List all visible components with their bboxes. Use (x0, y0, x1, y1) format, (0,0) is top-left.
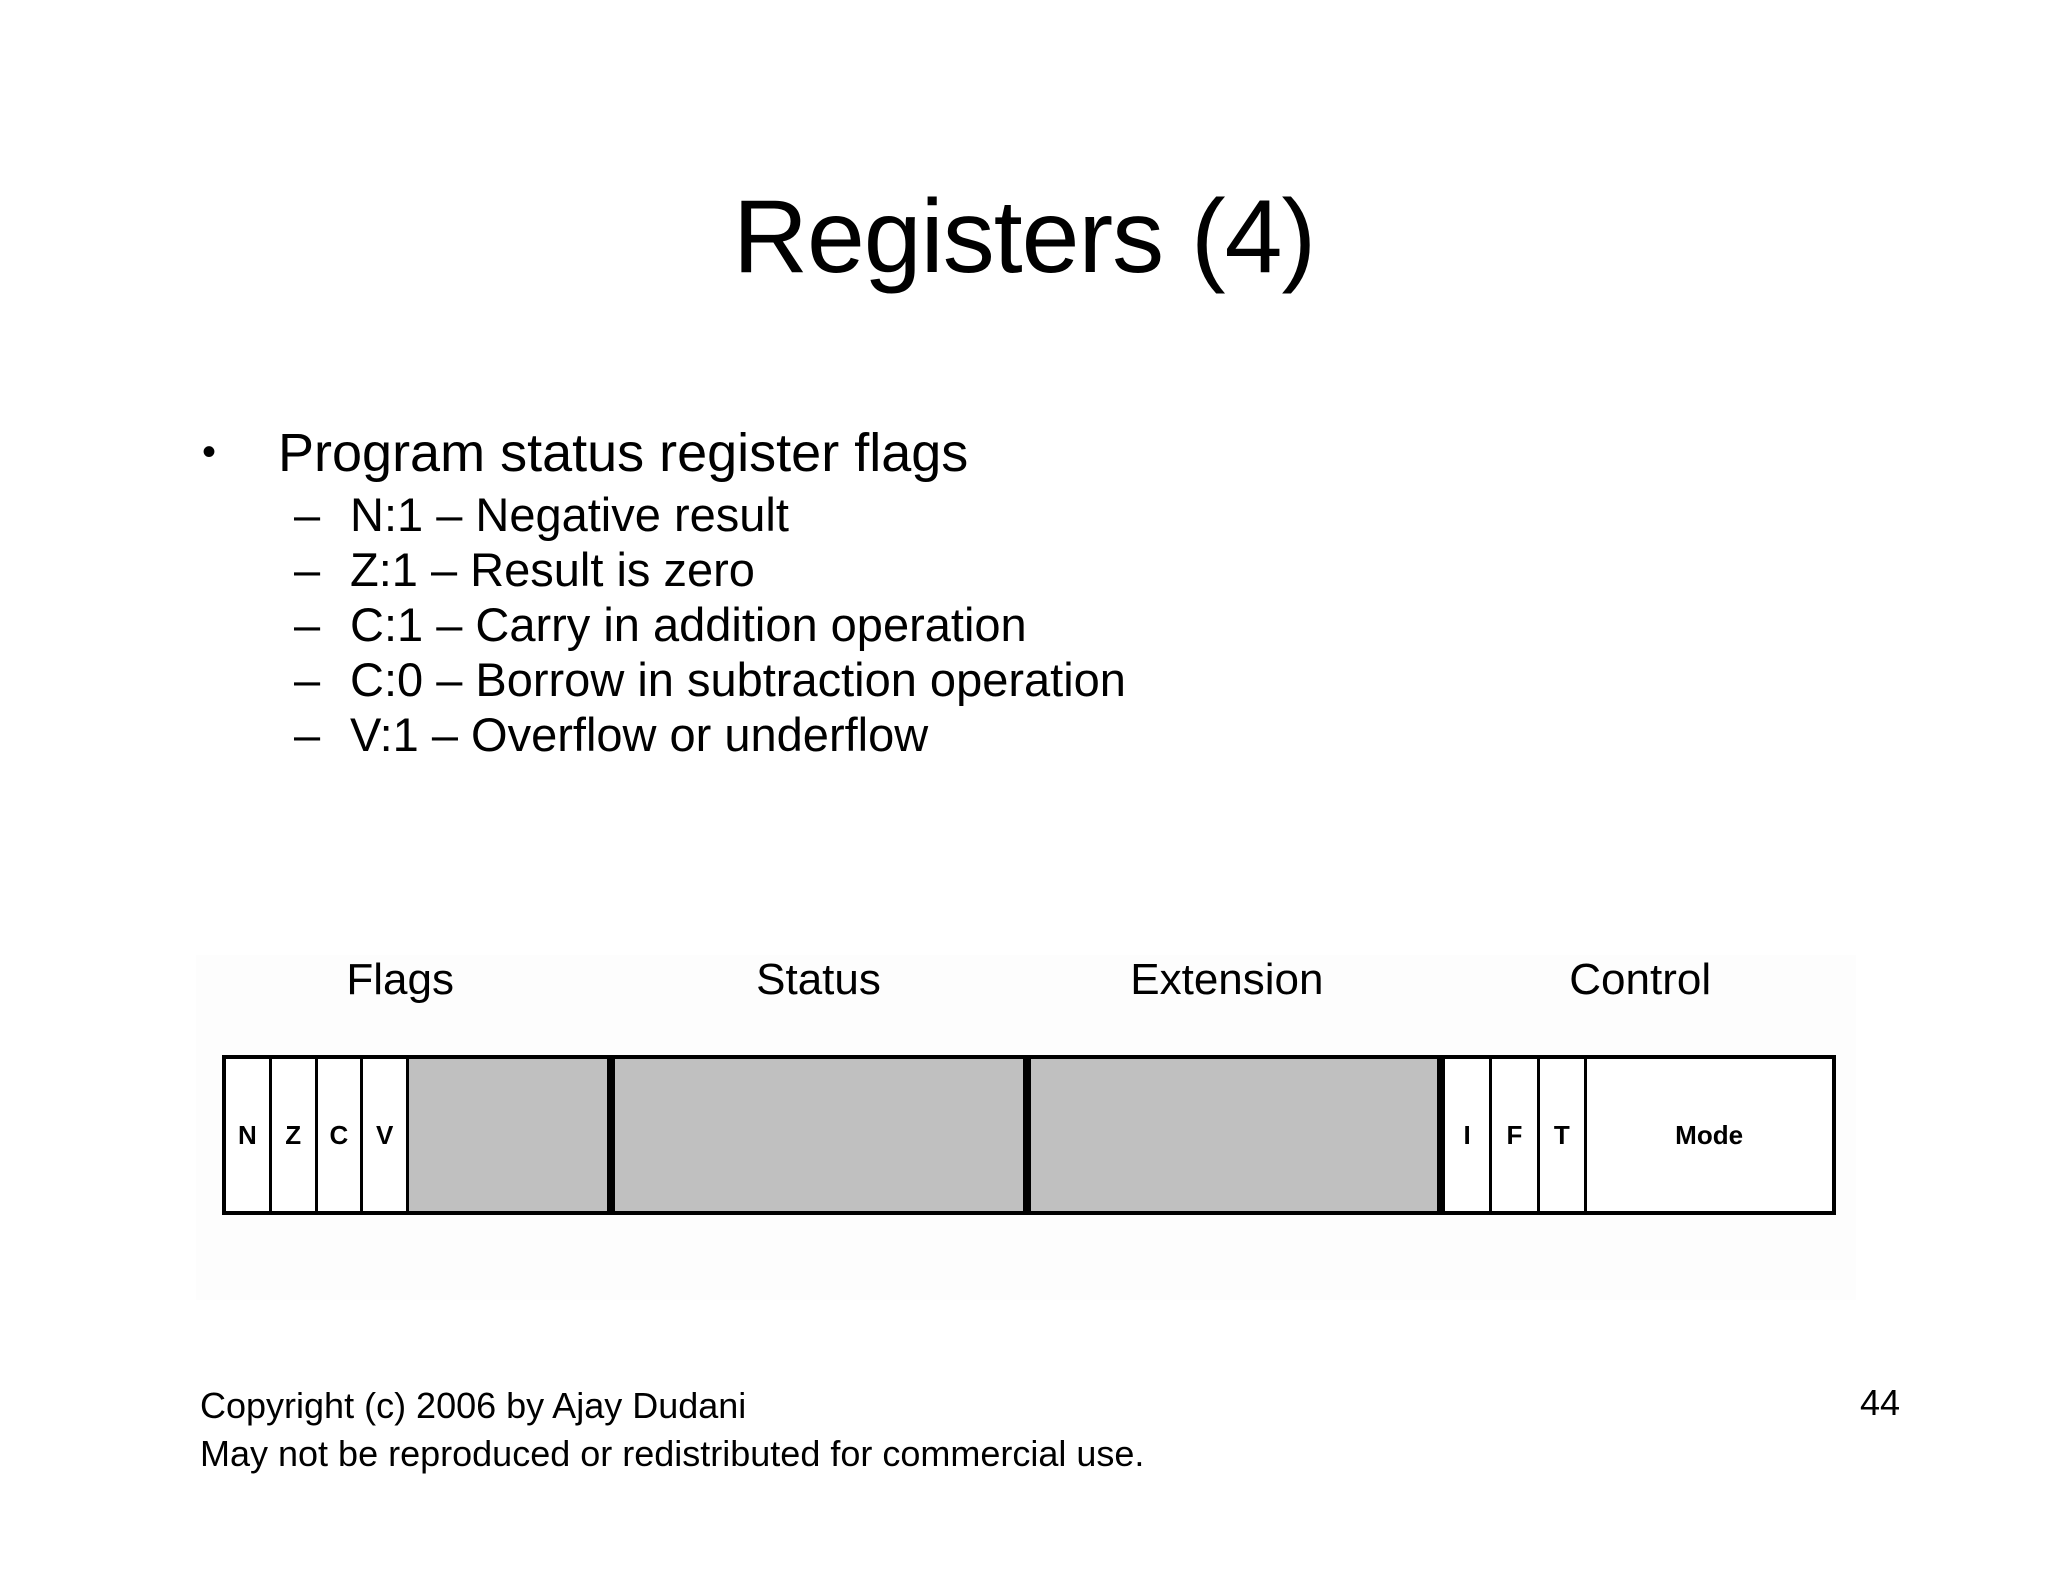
psr-cell-i: I (1444, 1059, 1493, 1211)
psr-cell-v: V (363, 1059, 410, 1211)
sub-bullet-item: –Z:1 – Result is zero (196, 543, 1896, 598)
sub-bullet-text: Z:1 – Result is zero (350, 543, 755, 597)
sub-bullet-item: –C:1 – Carry in addition operation (196, 598, 1896, 653)
sub-bullet-text: V:1 – Overflow or underflow (350, 708, 929, 762)
sub-bullet-text: C:0 – Borrow in subtraction operation (350, 653, 1126, 707)
bullet-marker-icon: • (202, 430, 217, 474)
psr-group-label: Status (756, 955, 881, 1004)
sub-bullet-item: –C:0 – Borrow in subtraction operation (196, 653, 1896, 708)
psr-cell-label: I (1463, 1119, 1471, 1150)
psr-cell-reserved (614, 1059, 1031, 1211)
sub-bullet-list: –N:1 – Negative result–Z:1 – Result is z… (196, 488, 1896, 763)
sub-bullet-dash-icon: – (294, 543, 321, 597)
sub-bullet-dash-icon: – (294, 598, 321, 652)
psr-group-label: Flags (346, 955, 454, 1004)
psr-cell-t: T (1539, 1059, 1588, 1211)
bullet-list: •Program status register flags–N:1 – Neg… (196, 423, 1896, 763)
sub-bullet-item: –N:1 – Negative result (196, 488, 1896, 543)
psr-cell-reserved (1030, 1059, 1445, 1211)
psr-cell-z: Z (271, 1059, 318, 1211)
psr-cell-label: Z (285, 1119, 302, 1150)
psr-group-label: Extension (1130, 955, 1324, 1004)
sub-bullet-dash-icon: – (294, 653, 321, 707)
psr-cell-mode: Mode (1587, 1059, 1832, 1211)
bullet-item: • Program status register flags (196, 423, 1896, 483)
sub-bullet-dash-icon: – (294, 488, 321, 542)
psr-cell-n: N (226, 1059, 272, 1211)
psr-cell-f: F (1492, 1059, 1540, 1211)
psr-group-label: Control (1569, 955, 1712, 1004)
sub-bullet-item: –V:1 – Overflow or underflow (196, 708, 1896, 763)
psr-cell-reserved (409, 1059, 615, 1211)
copyright-line-2: May not be reproduced or redistributed f… (200, 1432, 1145, 1474)
psr-cell-label: T (1553, 1119, 1570, 1150)
page-title: Registers (4) (732, 179, 1316, 295)
psr-cell-label: F (1506, 1119, 1523, 1150)
footer-copyright: Copyright (c) 2006 by Ajay Dudani May no… (200, 1382, 1144, 1478)
copyright-line-1: Copyright (c) 2006 by Ajay Dudani (200, 1385, 747, 1426)
bullet-text: Program status register flags (278, 423, 969, 483)
sub-bullet-text: N:1 – Negative result (350, 488, 789, 542)
psr-cell-label: V (376, 1119, 394, 1150)
psr-cell-c: C (317, 1059, 364, 1211)
psr-group-label-row: Flags Status Extension Control (196, 955, 1856, 1040)
sub-bullet-text: C:1 – Carry in addition operation (350, 598, 1027, 652)
psr-cell-label: Mode (1675, 1119, 1744, 1150)
psr-cell-label: C (329, 1119, 349, 1150)
psr-cell-label: N (237, 1119, 257, 1150)
page-number: 44 (1859, 1382, 1900, 1423)
sub-bullet-dash-icon: – (294, 708, 321, 762)
